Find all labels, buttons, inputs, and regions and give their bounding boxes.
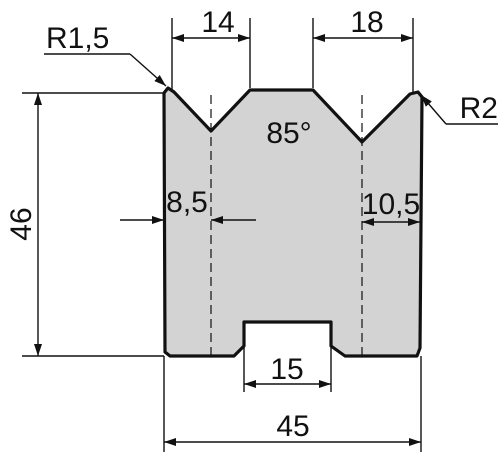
die-body xyxy=(162,86,424,358)
radius-right-leader xyxy=(420,94,447,125)
angle-label: 85° xyxy=(266,117,311,150)
opening-left-label: 14 xyxy=(201,6,234,39)
opening-right-label: 18 xyxy=(350,6,383,39)
height-label: 46 xyxy=(5,207,38,240)
radius-right-label: R2 xyxy=(460,92,498,125)
offset-right-label: 10,5 xyxy=(362,188,420,221)
slot-label: 15 xyxy=(270,353,303,386)
total-label: 45 xyxy=(276,410,309,443)
radius-left-leader xyxy=(129,53,167,87)
radius-left-label: R1,5 xyxy=(46,22,109,55)
offset-left-label: 8,5 xyxy=(166,186,208,219)
